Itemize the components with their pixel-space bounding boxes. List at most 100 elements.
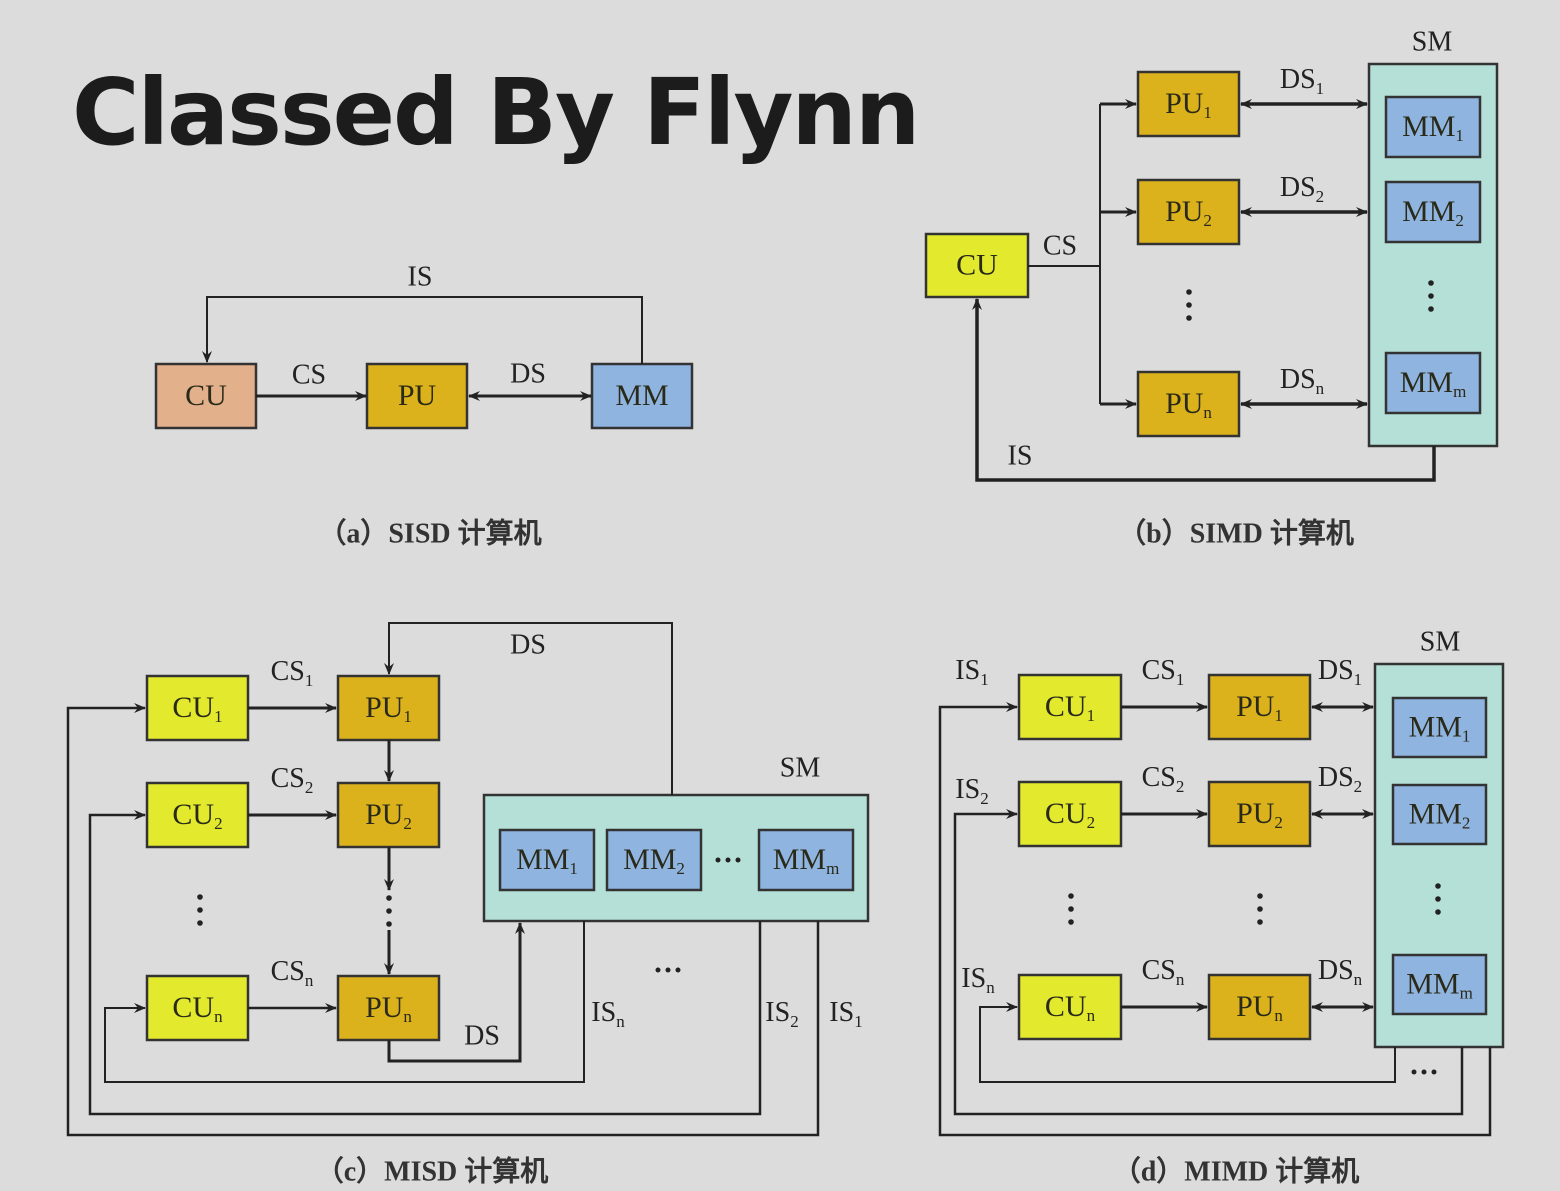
misd-cu-box-2-label: CU2: [172, 798, 222, 833]
sisd-is-label: IS: [408, 261, 433, 292]
simd-pu-box-3-label: PUn: [1165, 387, 1212, 422]
misd-cu-box-1-label: CU1: [172, 691, 222, 726]
misd-is-2-arrow: [88, 810, 762, 1116]
mimd-pu-box-2: PU2: [1207, 780, 1312, 848]
mimd-cu-box-1: CU1: [1017, 673, 1123, 741]
misd-cs-label-3: CSn: [271, 956, 314, 989]
sisd-ds-label: DS: [510, 358, 546, 389]
sisd-cu-box-rect: [154, 362, 258, 430]
misd-cs-label-2: CS2: [271, 763, 314, 796]
mimd-cu-box-2-label: CU2: [1045, 797, 1095, 832]
misd-cu-box-3: CUn: [145, 974, 250, 1042]
misd-mm-box-1-rect: [498, 828, 596, 892]
misd-is-ellipsis: [655, 967, 681, 973]
simd-pu-box-3-rect: [1136, 370, 1241, 438]
mimd-pu-box-1-rect: [1207, 673, 1312, 741]
mimd-pu-box-2-rect: [1207, 780, 1312, 848]
misd-mm-box-1-label: MM1: [516, 843, 578, 878]
simd-pu-box-2: PU2: [1136, 178, 1241, 246]
simd-mm-box-1: MM1: [1384, 95, 1482, 159]
simd-sm-label: SM: [1412, 26, 1453, 57]
misd-ds-bottom-label: DS: [464, 1020, 500, 1051]
misd-sm-label: SM: [780, 752, 821, 783]
mimd-pu-ellipsis: [1257, 893, 1263, 925]
simd-mm-box-3-label: MMm: [1400, 366, 1467, 401]
mimd-mm-box-2-label: MM2: [1409, 797, 1471, 832]
sisd-cu-box: CU: [154, 362, 258, 430]
sisd-pu-box-rect: [365, 362, 469, 430]
sisd-mm-box: MM: [590, 362, 694, 430]
misd-pu-box-3: PUn: [336, 974, 441, 1042]
simd-pu-box-2-label: PU2: [1165, 195, 1212, 230]
mimd-ds-label-3: DSn: [1318, 955, 1363, 988]
misd-mm-ellipsis: [715, 857, 741, 863]
simd-caption: （b）SIMD 计算机: [1118, 516, 1354, 549]
simd-pu-box-2-rect: [1136, 178, 1241, 246]
mimd-is-label-1: IS1: [955, 655, 988, 688]
simd-cu-box-rect: [924, 232, 1030, 299]
misd-is-1-label: IS1: [829, 997, 862, 1030]
slide-title: Classed By Flynn: [72, 59, 920, 166]
simd-pu-ellipsis: [1186, 289, 1192, 321]
misd-mm-box-2-rect: [605, 828, 703, 892]
misd-pu-box-1: PU1: [336, 674, 441, 742]
misd-is-n-arrow: [104, 921, 585, 1083]
sisd-pu-box-label: PU: [398, 379, 437, 412]
mimd-mm-box-1-label: MM1: [1409, 710, 1471, 745]
sisd-cu-box-label: CU: [185, 379, 227, 412]
mimd-cu-box-1-label: CU1: [1045, 690, 1095, 725]
misd-mm-box-1: MM1: [498, 828, 596, 892]
misd-pu-box-2-label: PU2: [365, 798, 412, 833]
mimd-cs-label-1: CS1: [1142, 655, 1185, 688]
mimd-cu-box-2: CU2: [1017, 780, 1123, 848]
misd-is-1-arrow: [66, 703, 820, 1137]
sisd-cs-label: CS: [292, 359, 326, 390]
simd-mm-box-3-rect: [1384, 351, 1482, 415]
mimd-is-2-arrow: [953, 809, 1464, 1116]
sisd-is-arrow: [202, 296, 643, 364]
mimd-mm-box-2: MM2: [1391, 783, 1488, 846]
mimd-is-n-arrow: [979, 1002, 1396, 1083]
misd-pu-box-3-label: PUn: [365, 991, 412, 1026]
mimd-caption: （d）MIMD 计算机: [1113, 1154, 1360, 1187]
mimd-mm-box-3: MMm: [1391, 953, 1488, 1016]
mimd-cs-label-3: CSn: [1142, 955, 1185, 988]
simd-cs-label: CS: [1043, 230, 1077, 261]
simd-is-arrow: [972, 298, 1436, 482]
misd-pu-ellipsis: [386, 895, 392, 927]
misd-cu-box-2: CU2: [145, 781, 250, 849]
mimd-pu-box-1-label: PU1: [1236, 690, 1283, 725]
misd-pu-box-3-rect: [336, 974, 441, 1042]
mimd-cu-box-2-rect: [1017, 780, 1123, 848]
mimd-is-label-3: ISn: [961, 963, 995, 996]
simd-ds-label-1: DS1: [1280, 64, 1324, 97]
misd-is-n-label: ISn: [591, 997, 625, 1030]
mimd-pu-box-3-rect: [1207, 973, 1312, 1041]
misd-mm-box-3-label: MMm: [773, 843, 840, 878]
simd-mm-box-1-label: MM1: [1402, 110, 1464, 145]
mimd-pu-box-3-label: PUn: [1236, 990, 1283, 1025]
simd-mm-ellipsis: [1428, 280, 1434, 312]
misd-ds-top-arrow: [384, 622, 673, 795]
misd-pu-box-1-rect: [336, 674, 441, 742]
simd-mm-box-1-rect: [1384, 95, 1482, 159]
misd-mm-box-3-rect: [757, 828, 855, 892]
simd-cu-box-label: CU: [956, 248, 998, 281]
mimd-cu-box-3-label: CUn: [1045, 990, 1096, 1025]
mimd-sm-label: SM: [1420, 626, 1461, 657]
misd-caption: （c）MISD 计算机: [316, 1154, 549, 1187]
simd-mm-box-2-rect: [1384, 180, 1482, 244]
misd-pu-box-1-label: PU1: [365, 691, 412, 726]
misd-mm-box-2: MM2: [605, 828, 703, 892]
mimd-mm-ellipsis: [1435, 883, 1441, 915]
mimd-mm-box-1-rect: [1391, 696, 1488, 759]
simd-pu-box-1-label: PU1: [1165, 87, 1212, 122]
misd-ds-top-label: DS: [510, 629, 546, 660]
mimd-pu-box-1: PU1: [1207, 673, 1312, 741]
sisd-mm-box-rect: [590, 362, 694, 430]
sisd-mm-box-label: MM: [615, 379, 668, 412]
mimd-cu-ellipsis: [1068, 893, 1074, 925]
mimd-mm-box-3-rect: [1391, 953, 1488, 1016]
